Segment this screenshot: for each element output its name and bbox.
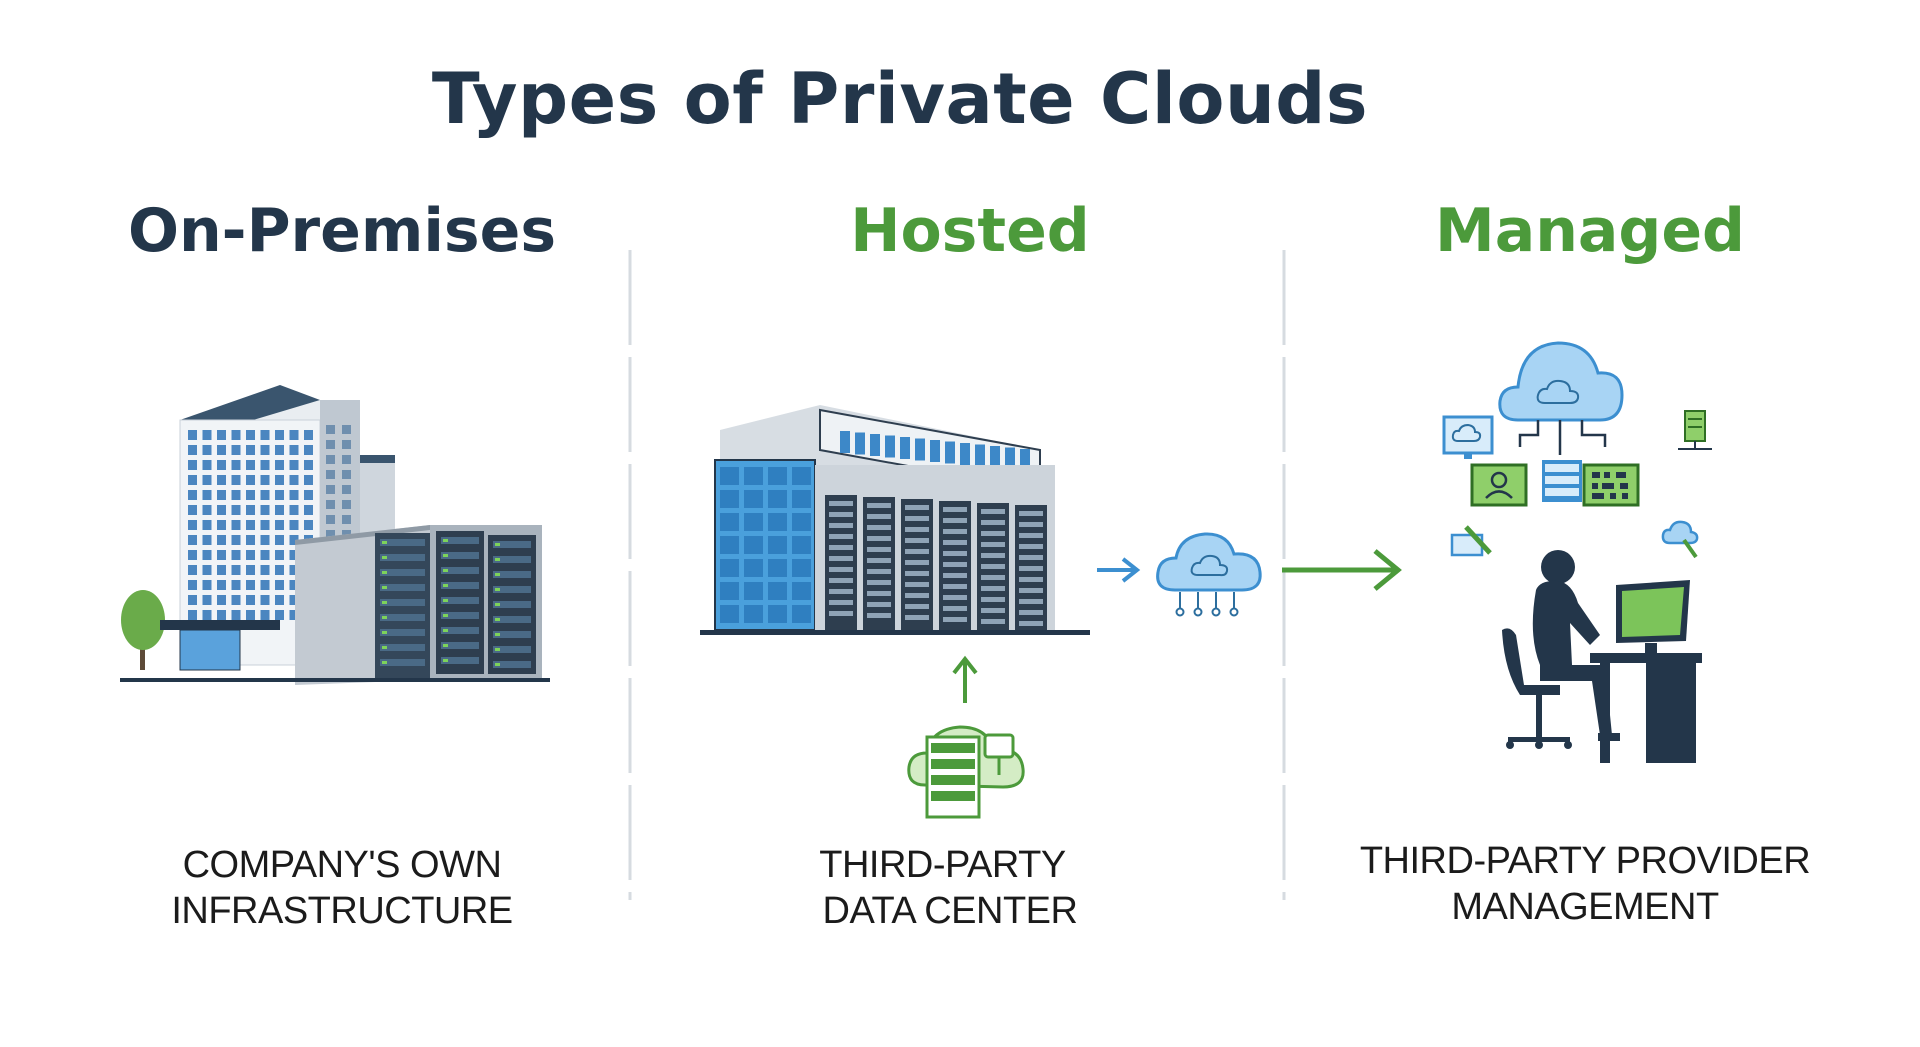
description-line: COMPANY'S OWN [182, 844, 502, 886]
cloud-wrench-icon [1661, 520, 1699, 559]
monitor-cloud-icon [1442, 415, 1494, 459]
divider-right [1282, 250, 1286, 900]
description-line: THIRD-PARTY [819, 844, 1066, 886]
diagram-title: Types of Private Clouds [431, 58, 1369, 140]
cloud-network-icon [1156, 532, 1262, 617]
arrow-right-icon [1282, 549, 1402, 591]
green-server-icon [1678, 410, 1712, 450]
heading-hosted: Hosted [850, 196, 1090, 266]
description-hosted: THIRD-PARTY DATA CENTER [670, 842, 1230, 934]
heading-on-premises: On-Premises [127, 196, 557, 266]
description-line: THIRD-PARTY PROVIDER [1359, 840, 1811, 882]
description-line: MANAGEMENT [1451, 886, 1719, 928]
monitor-icon [1616, 580, 1690, 655]
qr-card-icon [1582, 463, 1640, 507]
arrow-up-icon [952, 655, 978, 703]
arrow-to-cloud-icon [1097, 557, 1141, 583]
server-icon [1542, 460, 1582, 502]
data-center-illustration [700, 405, 1090, 635]
tree-icon [121, 590, 165, 670]
managed-network-illustration [1442, 341, 1712, 763]
user-card-icon [1470, 463, 1528, 507]
tools-card-icon [1450, 525, 1492, 557]
green-server-cloud-icon [907, 725, 1025, 819]
description-on-premises: COMPANY'S OWN INFRASTRUCTURE [62, 842, 622, 934]
office-building-illustration [120, 385, 550, 685]
description-managed: THIRD-PARTY PROVIDER MANAGEMENT [1305, 838, 1865, 930]
divider-left [628, 250, 632, 900]
description-line: INFRASTRUCTURE [171, 890, 513, 932]
heading-managed: Managed [1435, 196, 1745, 266]
person-at-computer-icon [1502, 550, 1702, 763]
cloud-icon [1498, 341, 1624, 422]
description-line: DATA CENTER [822, 890, 1078, 932]
